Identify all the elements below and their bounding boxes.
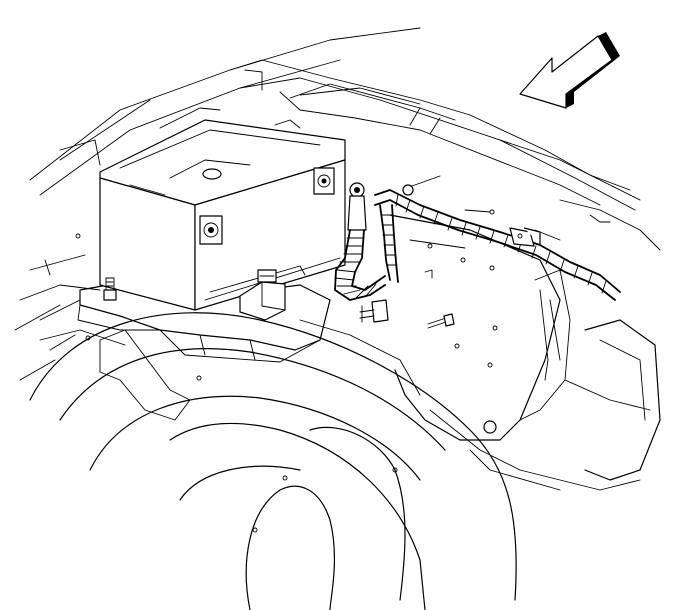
battery	[99, 119, 346, 311]
ground-bolt	[359, 299, 389, 323]
front-direction-arrow-icon	[519, 32, 620, 109]
wheel-well	[29, 233, 641, 610]
inner-fender-panel	[389, 199, 661, 481]
vent-cap-icon	[202, 168, 222, 180]
hold-down-retainer	[239, 269, 286, 321]
front-apron	[19, 139, 126, 381]
hold-down-bolt	[103, 277, 117, 301]
positive-battery-cable	[334, 175, 621, 301]
engine-compartment-panels	[14, 27, 641, 331]
loose-bolt	[427, 313, 455, 329]
radiator-support	[289, 83, 456, 135]
